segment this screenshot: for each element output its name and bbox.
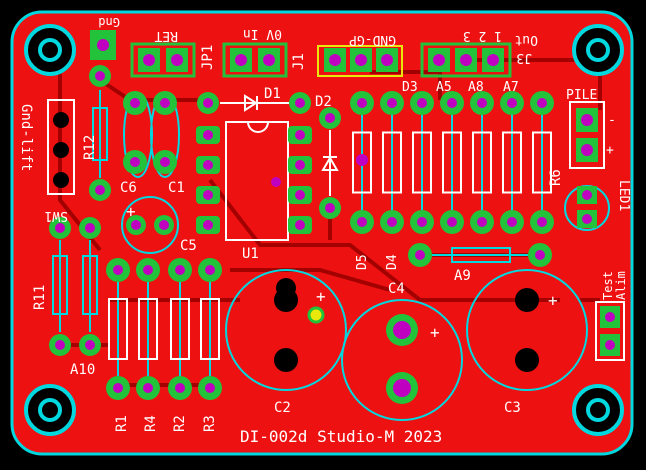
- label-j3-pins: 1 2 3: [463, 28, 502, 43]
- led1: [564, 185, 610, 231]
- label-c4: C4: [388, 281, 405, 297]
- resistor-r12: [89, 90, 111, 201]
- label-a7: A7: [503, 80, 519, 95]
- resistor-r6: [530, 91, 554, 234]
- label-c3: C3: [504, 400, 521, 416]
- label-j3: J3: [516, 50, 532, 65]
- switch-sw1: [47, 99, 75, 195]
- resistor-bottom-row: [106, 258, 222, 400]
- label-d4: D4: [385, 254, 400, 270]
- resistor-a5: [440, 91, 464, 234]
- connector-j3: [420, 42, 512, 78]
- label-r11: R11: [32, 285, 48, 310]
- svg-text:+: +: [126, 202, 136, 221]
- label-d3: D3: [402, 80, 418, 95]
- resistor-r3: [198, 258, 222, 400]
- label-r2: R2: [172, 415, 188, 432]
- cap-c3: +: [466, 269, 588, 391]
- connector-pile: [569, 101, 605, 169]
- cap-c2: +: [225, 269, 347, 391]
- resistor-r1: [106, 258, 130, 400]
- label-c2: C2: [274, 400, 291, 416]
- connector-test-alim: [595, 301, 625, 361]
- label-u1: U1: [242, 246, 259, 262]
- label-j1: J1: [291, 53, 307, 70]
- resistor-row: [350, 91, 554, 234]
- ic-u1: [196, 121, 312, 241]
- label-footer: DI-002d Studio-M 2023: [240, 427, 442, 446]
- diode-d1: [197, 92, 311, 114]
- connector-j1: [222, 42, 288, 78]
- board-copper: [10, 10, 634, 456]
- resistor-r2: [168, 258, 192, 400]
- label-d1: D1: [264, 86, 281, 102]
- silkscreen-labels: Gnd RET JP1 0V In J1 GND-GP 1 2 3 Out J3…: [18, 15, 631, 446]
- label-c6: C6: [120, 180, 137, 196]
- label-gnd-lift: Gnd-lift: [18, 104, 34, 171]
- label-c1: C1: [168, 180, 185, 196]
- label-r12: R12: [82, 135, 98, 160]
- label-pile: PILE: [566, 88, 597, 103]
- label-pile-plus: +: [606, 143, 614, 158]
- connector-gnd: [89, 30, 116, 87]
- label-led1: LED1: [616, 180, 631, 211]
- label-a8: A8: [468, 80, 484, 95]
- label-sw1: SW1: [45, 208, 68, 223]
- label-out: Out: [515, 32, 538, 47]
- cap-c5: +: [121, 196, 179, 254]
- label-gnd: Gnd: [98, 15, 120, 29]
- svg-text:+: +: [430, 323, 440, 342]
- resistor-r4: [136, 258, 160, 400]
- label-a10: A10: [70, 362, 95, 378]
- resistor-a9: [408, 243, 552, 267]
- label-r3: R3: [202, 415, 218, 432]
- label-a5: A5: [436, 80, 452, 95]
- label-j1-pins: 0V In: [243, 26, 282, 41]
- label-r4: R4: [143, 415, 159, 432]
- cap-c6-c1: [123, 91, 180, 178]
- resistor-r11: [49, 217, 101, 356]
- label-a9: A9: [454, 268, 471, 284]
- label-j2-pins: GND-GP: [349, 32, 396, 47]
- label-test-alim: TestAlim: [601, 271, 628, 300]
- label-jp1: JP1: [200, 45, 216, 70]
- connector-jp1: [130, 42, 196, 78]
- label-c5: C5: [180, 238, 197, 254]
- resistor-a7: [500, 91, 524, 234]
- svg-text:+: +: [316, 287, 326, 306]
- svg-text:+: +: [548, 291, 558, 310]
- label-jp1-pins: RET: [154, 28, 178, 43]
- connector-j2: [317, 45, 403, 77]
- label-pile-minus: -: [608, 113, 616, 128]
- cap-c4: +: [341, 299, 463, 421]
- resistor-a8: [470, 91, 494, 234]
- resistor-d4: [380, 91, 404, 234]
- label-r1: R1: [114, 415, 130, 432]
- label-d5: D5: [355, 254, 370, 270]
- resistor-d3: [410, 91, 434, 234]
- label-r6: R6: [548, 169, 564, 186]
- label-d2: D2: [315, 94, 332, 110]
- diode-d2: [319, 107, 341, 219]
- mounting-holes: [24, 24, 624, 436]
